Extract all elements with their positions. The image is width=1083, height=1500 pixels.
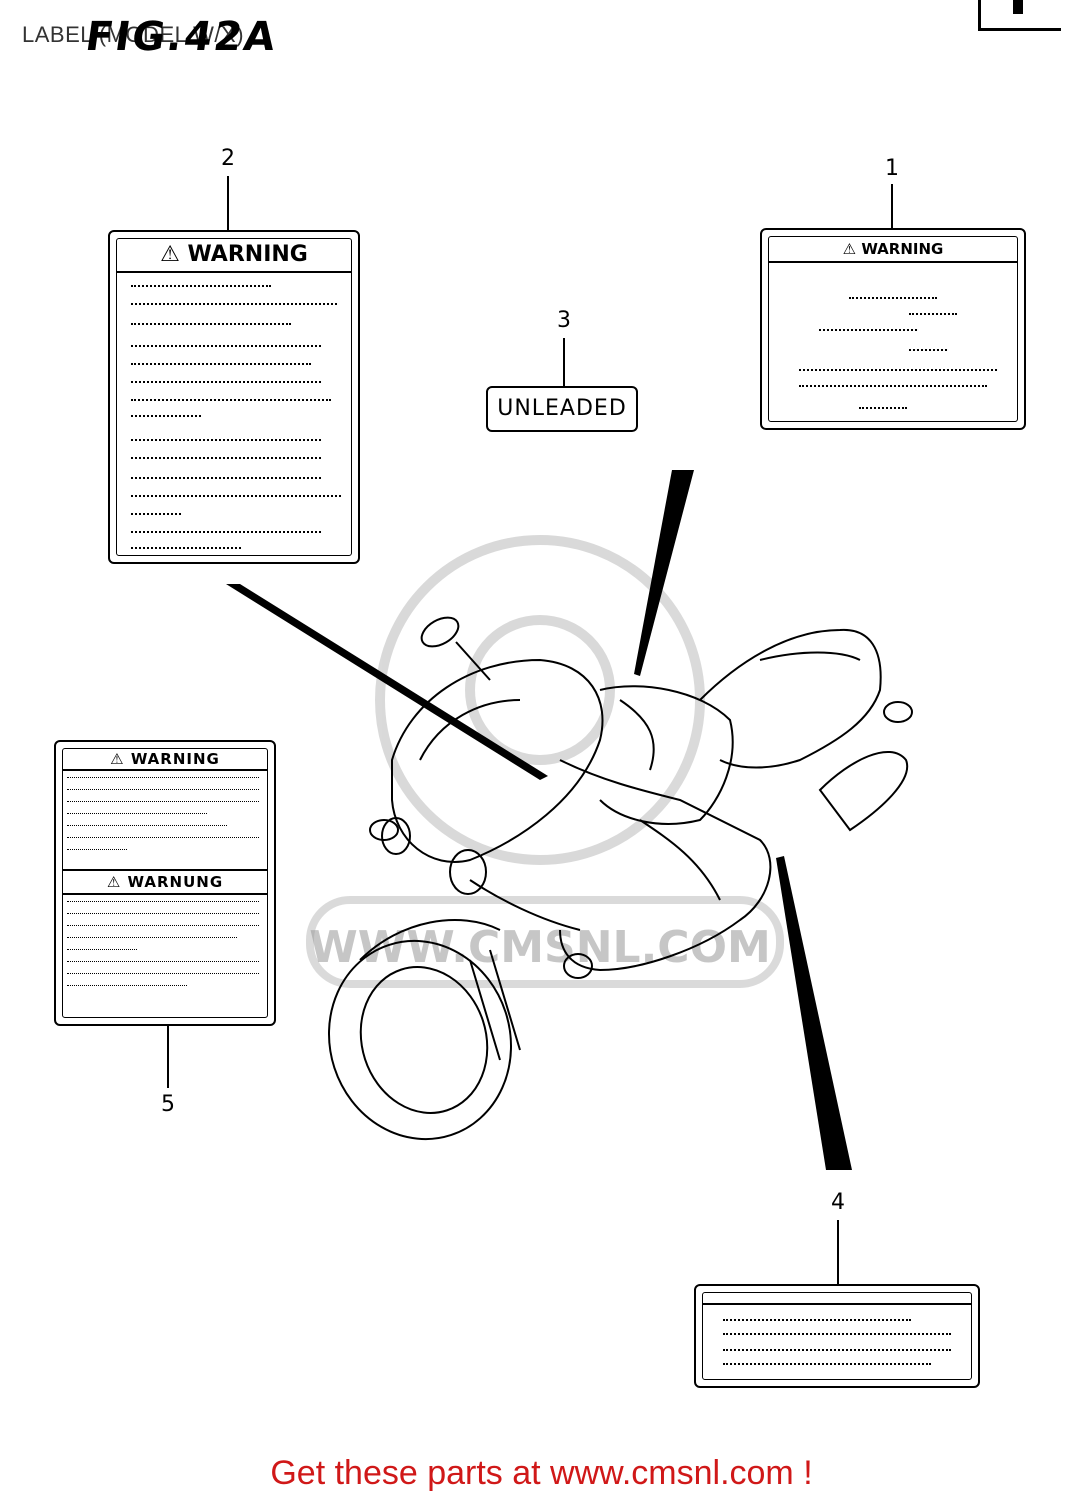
text-line [67,837,259,838]
text-line [67,961,259,962]
text-line [131,363,311,365]
corner-mark [978,0,1061,31]
label-2-header: ⚠ WARNING [117,239,351,273]
motorcycle-outline [327,616,913,1141]
text-line [131,531,321,533]
text-line [67,901,259,902]
text-line [909,349,947,351]
text-line [723,1349,951,1351]
text-line [131,439,321,441]
warning-triangle-icon: ⚠ [160,242,188,267]
leader-line-1 [891,184,893,230]
label-5-header-de: ⚠ WARNUNG [63,869,267,895]
text-line [131,495,341,497]
footer-link[interactable]: Get these parts at www.cmsnl.com ! [270,1454,813,1492]
text-line [67,949,137,950]
text-line [909,313,957,315]
text-line [131,381,321,383]
leader-line-2 [227,176,229,232]
text-line [131,547,241,549]
label-4-frame[interactable] [694,1284,980,1388]
text-line [799,369,997,371]
page-subtitle: LABEL (MODEL W/X) [22,22,245,47]
watermark-text: WWW.CMSNL.COM [309,922,771,973]
text-line [67,913,259,914]
text-line [799,385,987,387]
warning-triangle-icon: ⚠ [106,873,128,891]
callout-1: 1 [885,156,899,181]
label-5-bilingual-warning[interactable]: ⚠ WARNING ⚠ WARNUNG [54,740,276,1026]
text-line [67,985,187,986]
text-line [67,789,259,790]
text-line [67,973,259,974]
text-line [131,415,201,417]
pointer-label-3 [634,470,694,676]
text-line [67,849,127,850]
text-line [723,1319,911,1321]
leader-line-5 [167,1026,169,1088]
pointer-label-2 [226,584,548,780]
label-4-header-rule [703,1303,971,1305]
label-3-unleaded[interactable]: UNLEADED [486,386,638,432]
label-2-warning[interactable]: ⚠ WARNING [108,230,360,564]
warning-triangle-icon: ⚠ [110,750,131,768]
label-5-header-en: ⚠ WARNING [63,749,267,771]
leader-line-3 [563,338,565,386]
callout-2: 2 [221,146,235,171]
pointer-label-4 [776,856,852,1170]
text-line [131,323,291,325]
text-line [723,1363,931,1365]
text-line [131,399,331,401]
text-line [131,345,321,347]
text-line [131,303,337,305]
callout-3: 3 [557,308,571,333]
callout-4: 4 [831,1190,845,1215]
warning-triangle-icon: ⚠ [842,240,862,258]
leader-line-4 [837,1220,839,1284]
text-line [131,285,271,287]
text-line [131,477,321,479]
label-1-warning[interactable]: ⚠ WARNING [760,228,1026,430]
text-line [67,825,227,826]
watermark-logo [306,535,784,988]
text-line [859,407,907,409]
callout-5: 5 [161,1092,175,1117]
unleaded-text: UNLEADED [497,396,627,421]
text-line [67,937,237,938]
text-line [849,297,937,299]
text-line [723,1333,951,1335]
label-1-header: ⚠ WARNING [769,237,1017,263]
text-line [67,801,259,802]
text-line [131,457,321,459]
text-line [131,513,181,515]
text-line [67,925,259,926]
text-line [67,777,259,778]
text-line [67,813,207,814]
text-line [819,329,917,331]
